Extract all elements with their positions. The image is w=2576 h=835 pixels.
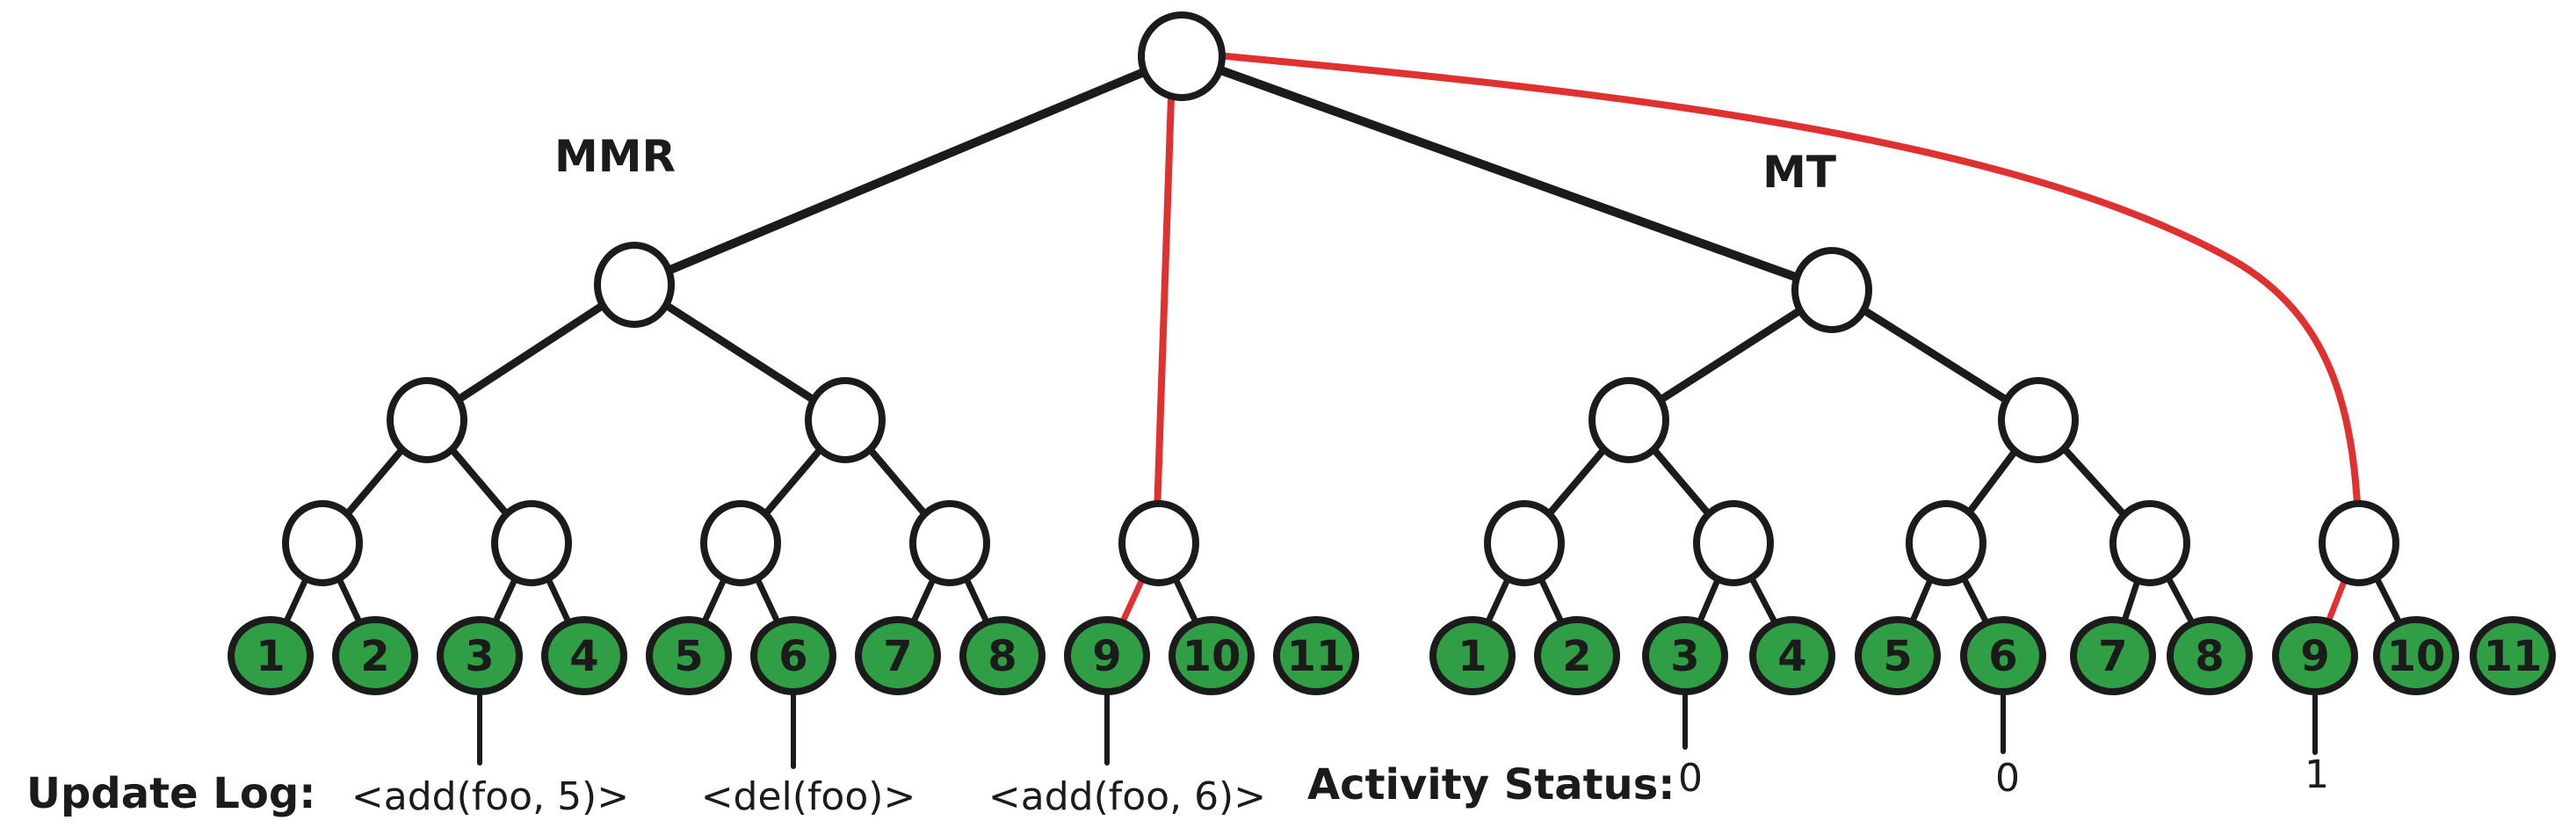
internal-node — [2109, 500, 2190, 586]
mt-leaf-label-2: 2 — [1562, 632, 1591, 681]
mmr-leaf-1 — [228, 616, 314, 695]
mmr-leaf-5 — [646, 616, 732, 695]
mt-leaf-11 — [2470, 616, 2556, 695]
internal-node — [2319, 500, 2399, 586]
update-log-label: Update Log: — [26, 769, 315, 818]
tree-edge — [630, 52, 1186, 289]
tree-edge — [1177, 52, 1836, 294]
internal-node — [387, 377, 467, 463]
mt-leaf-10 — [2373, 616, 2459, 695]
mt-leaf-8 — [2167, 616, 2253, 695]
mt-leaf-label-6: 6 — [1988, 632, 2017, 681]
mt-leaf-2 — [1534, 616, 1620, 695]
mmr-leaf-label-2: 2 — [360, 632, 389, 681]
internal-node — [1693, 500, 1774, 586]
mmr-leaf-label-7: 7 — [883, 632, 912, 681]
annotations-layer: <add(foo, 5)> <del(foo)> <add(foo, 6)> 0 0 1 — [351, 752, 2329, 819]
mmr-leaf-label-11: 11 — [1287, 632, 1346, 681]
mmr-leaf-label-6: 6 — [778, 632, 807, 681]
internal-node — [1484, 500, 1565, 586]
tick-lines-layer — [477, 688, 2318, 769]
internal-node — [1906, 500, 1986, 586]
mt-leaf-7 — [2070, 616, 2156, 695]
activity-status-value: 0 — [1678, 756, 1703, 801]
internal-node — [1791, 247, 1872, 333]
update-log-entry: <add(foo, 6)> — [988, 774, 1266, 819]
internal-node — [594, 242, 675, 328]
tree-edge — [423, 280, 639, 425]
mt-leaf-label-10: 10 — [2387, 632, 2446, 681]
mmr-leaf-4 — [541, 616, 627, 695]
mt-leaf-4 — [1749, 616, 1835, 695]
activity-status-label: Activity Status: — [1307, 760, 1675, 810]
update-log-entry: <add(foo, 5)> — [351, 774, 629, 819]
root-node — [1138, 11, 1226, 101]
internal-node — [1118, 500, 1199, 586]
mmr-leaf-label-1: 1 — [256, 632, 285, 681]
mt-leaf-5 — [1855, 616, 1941, 695]
red-highlight-path — [1223, 53, 2362, 522]
mt-leaf-label-7: 7 — [2098, 632, 2127, 681]
red-highlight-path — [1154, 93, 1175, 518]
internal-node — [1588, 377, 1669, 463]
mt-leaf-label-3: 3 — [1670, 632, 1699, 681]
mmr-leaf-7 — [855, 616, 941, 695]
mt-leaf-label-1: 1 — [1458, 632, 1487, 681]
mmr-leaf-2 — [332, 616, 418, 695]
internal-node — [700, 500, 781, 586]
internal-node — [491, 500, 572, 586]
tree-edge — [630, 280, 850, 425]
mmr-leaf-label-3: 3 — [465, 632, 494, 681]
mt-tree-label: MT — [1762, 147, 1836, 198]
mt-leaf-label-8: 8 — [2195, 632, 2224, 681]
mmr-leaf-label-8: 8 — [988, 632, 1017, 681]
mt-leaf-label-9: 9 — [2300, 632, 2329, 681]
mmr-leaf-10 — [1169, 616, 1255, 695]
mmr-leaf-label-9: 9 — [1092, 632, 1121, 681]
mmr-leaf-label-5: 5 — [674, 632, 703, 681]
mt-leaf-label-4: 4 — [1777, 632, 1806, 681]
internal-node — [1998, 377, 2079, 463]
mmr-tree-label: MMR — [554, 131, 676, 182]
nodes-layer — [282, 11, 2399, 586]
update-log-entry: <del(foo)> — [701, 774, 916, 819]
mt-leaf-1 — [1429, 616, 1516, 695]
activity-status-value: 0 — [1995, 756, 2020, 801]
internal-node — [909, 500, 990, 586]
activity-status-value: 1 — [2305, 752, 2329, 797]
mt-leaf-label-11: 11 — [2484, 632, 2543, 681]
mmr-leaf-8 — [959, 616, 1046, 695]
mmr-leaf-11 — [1273, 616, 1359, 695]
mmr-leaf-label-4: 4 — [569, 632, 598, 681]
internal-node — [805, 377, 886, 463]
mmr-leaf-label-10: 10 — [1183, 632, 1241, 681]
mt-leaf-label-5: 5 — [1883, 632, 1912, 681]
internal-node — [282, 500, 363, 586]
